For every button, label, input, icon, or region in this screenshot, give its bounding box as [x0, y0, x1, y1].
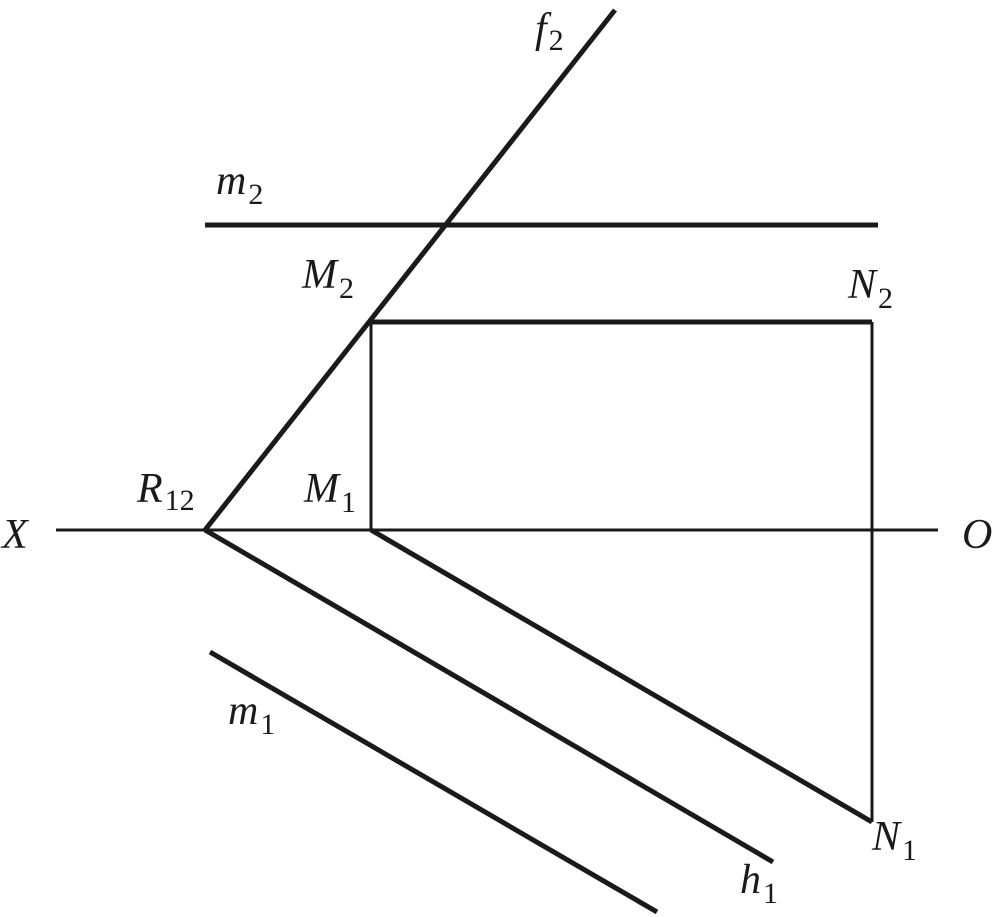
label-m2-line: m2 [216, 158, 263, 211]
label-N2-point: N2 [847, 262, 893, 315]
label-o: O [962, 512, 992, 558]
label-R12-point: R12 [136, 466, 195, 517]
label-m1-line: m1 [228, 688, 275, 741]
line-m1 [208, 649, 659, 915]
line-m1-n1 [369, 527, 874, 825]
trace-f2-line [203, 8, 617, 532]
label-x: X [0, 512, 30, 558]
label-h1-trace: h1 [740, 857, 778, 910]
label-N1-point: N1 [871, 814, 917, 867]
label-M2-point: M2 [301, 252, 354, 305]
label-M1-point: M1 [303, 466, 356, 519]
trace-h1-line [203, 527, 775, 865]
label-f2: f2 [535, 6, 564, 57]
